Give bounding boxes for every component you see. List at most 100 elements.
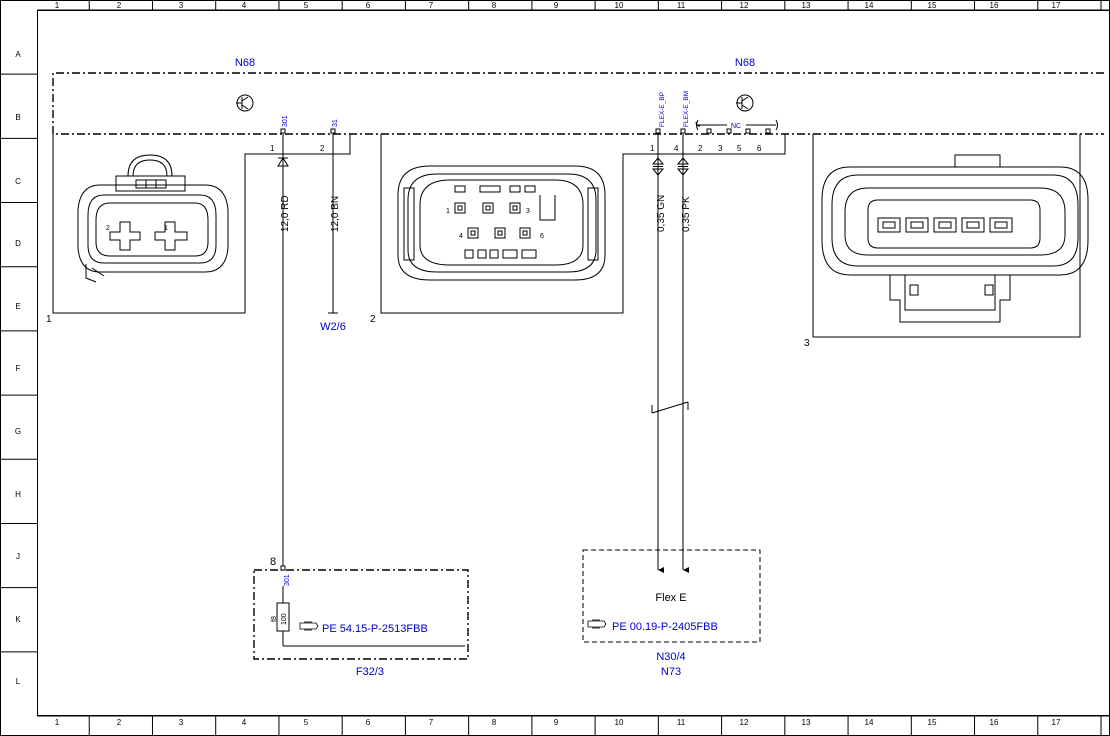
flex-e-ref-link[interactable]: PE 00.19-P-2405FBB [612,621,718,633]
col-label: 11 [677,718,686,727]
fuse-ref-link[interactable]: PE 54.15-P-2513FBB [322,623,428,635]
col-label: 15 [928,1,937,10]
connector-3-drawing [821,154,1089,323]
connector-3-number: 3 [804,338,810,349]
connector-1-pin: 1 [270,144,275,153]
pin-label-flex-bm: FLEX-E_BM [683,91,690,127]
col-label: 2 [117,1,122,10]
pointing-hand-icon [587,619,607,629]
col-label: 6 [366,718,371,727]
col-label: 10 [615,1,624,10]
pin-label-301: 301 [282,115,289,127]
module-label-left: N68 [235,57,255,69]
connector-1-outline [52,134,351,314]
col-label: 17 [1052,1,1061,10]
row-label: D [15,239,21,248]
connector-1-drawing [77,154,229,283]
wire-label-gn: 0,35 GN [656,195,667,232]
flex-e-title: Flex E [655,592,686,604]
pin-label-31: 31 [332,119,339,127]
flex-e-label-2: N73 [661,666,681,678]
col-label: 9 [554,1,559,10]
flex-e-box [582,549,761,643]
col-label: 13 [802,1,811,10]
twist-marker [651,401,689,414]
module-n68 [52,72,1104,135]
fuse-pin-label: 301 [284,574,291,586]
column-labels-bottom: 1 2 3 4 5 6 7 8 9 10 11 12 13 14 15 16 1… [55,718,1061,727]
col-label: 3 [179,718,184,727]
ground-label: W2/6 [320,321,346,333]
col-label: 14 [865,718,874,727]
row-labels: A B C D E F G H J K L [15,50,21,686]
module-pins [280,128,686,134]
fuse-box [253,569,469,660]
wire-label-rd: 12,0 RD [280,195,291,232]
row-label: C [15,177,21,186]
col-label: 5 [304,718,309,727]
module-label-right: N68 [735,57,755,69]
nc-pins [706,128,771,134]
transistor-icon [236,94,254,112]
wire-rd [277,134,289,566]
col-label: 16 [990,718,999,727]
col-label: 15 [928,718,937,727]
wire-bn [328,134,338,314]
row-label: B [15,113,20,122]
col-label: 6 [366,1,371,10]
fuse-rating: 100 [281,613,288,625]
connector-1-cavity: 1 [164,225,168,232]
connector-2-cavity: 4 [459,233,463,240]
col-label: 12 [740,718,749,727]
row-label: E [15,302,20,311]
row-label: F [16,364,21,373]
connector-1-cavity: 2 [106,225,110,232]
fuse-box-label: F32/3 [356,666,384,678]
connector-2-cavity: 6 [540,233,544,240]
connector-3-pin: 6 [757,144,762,153]
connector-2-drawing [397,165,606,281]
col-label: 7 [429,718,434,727]
fuse-pin-number: 8 [270,556,276,568]
connector-2-cavity: 3 [526,208,530,215]
col-label: 7 [429,1,434,10]
fuse-icon [276,565,465,647]
wire-gn [651,134,665,573]
connector-2-outline [380,134,786,314]
column-labels-top: 1 2 3 4 5 6 7 8 9 10 11 12 13 14 15 16 1… [55,1,1061,10]
row-label: G [15,427,21,436]
nc-bracket [695,119,778,131]
connector-3-outline [812,134,1081,338]
nc-label: NC [731,123,741,130]
col-label: 16 [990,1,999,10]
col-label: 17 [1052,718,1061,727]
connector-1-number: 1 [46,314,52,325]
col-label: 14 [865,1,874,10]
connector-3-pin: 5 [737,144,742,153]
col-label: 12 [740,1,749,10]
row-label: A [15,50,21,59]
connector-2-cavity: 1 [446,208,450,215]
col-label: 8 [492,718,497,727]
col-label: 13 [802,718,811,727]
row-label: L [16,677,21,686]
row-label: H [15,490,21,499]
fuse-number: f8 [271,616,278,622]
pin-label-flex-bp: FLEX-E_BP [659,92,666,127]
col-label: 1 [55,1,60,10]
col-label: 9 [554,718,559,727]
flex-e-label-1: N30/4 [656,651,685,663]
wire-label-pk: 0,35 PK [681,196,692,232]
connector-3-pin: 1 [650,144,655,153]
col-label: 1 [55,718,60,727]
transistor-icon [736,94,754,112]
col-label: 3 [179,1,184,10]
col-label: 2 [117,718,122,727]
col-label: 4 [242,1,247,10]
connector-2-number: 2 [370,314,376,325]
connector-1-pin: 2 [320,144,325,153]
connector-3-pin: 4 [674,144,679,153]
col-label: 10 [615,718,624,727]
